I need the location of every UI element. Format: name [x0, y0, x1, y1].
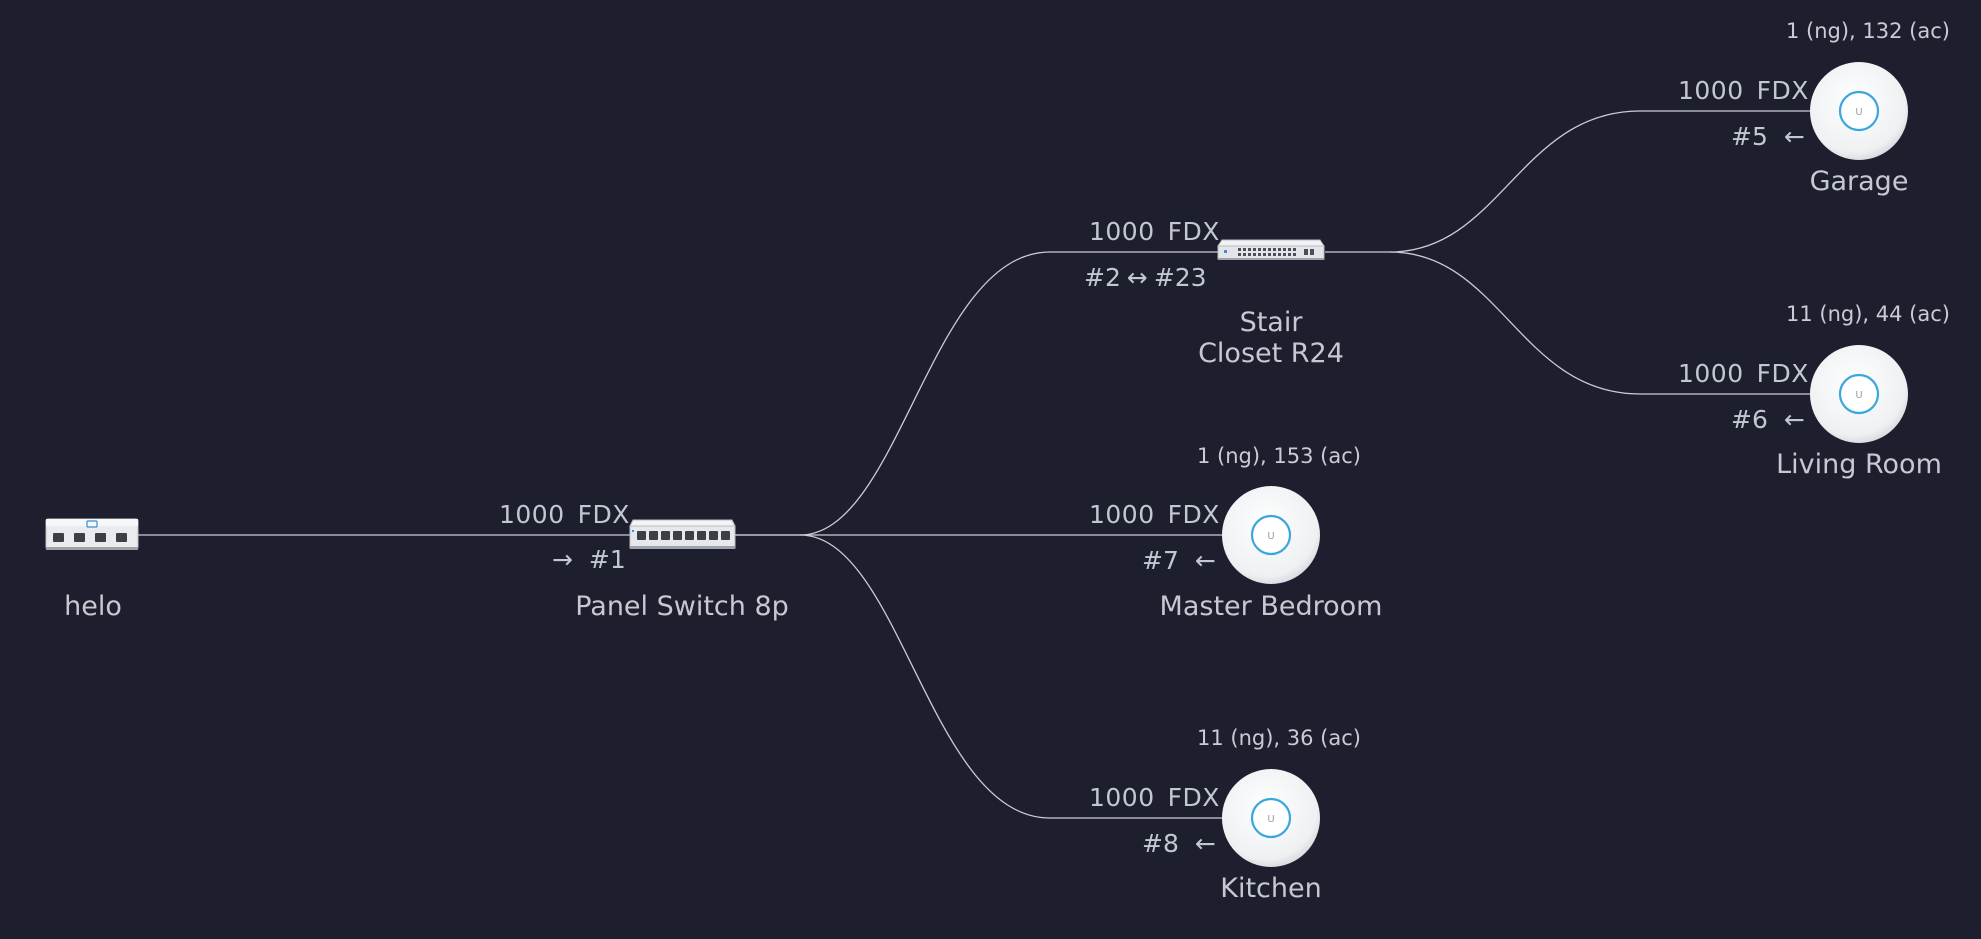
link-speed-label: 1000 FDX: [1678, 78, 1809, 103]
device-panel-switch[interactable]: [629, 516, 736, 552]
device-ap-living-room[interactable]: U: [1808, 343, 1910, 445]
svg-text:U: U: [1267, 814, 1274, 825]
device-name-gateway: helo: [64, 591, 122, 622]
link-panel-switch-to-stair-switch: [735, 251, 1218, 536]
device-name-line2: Closet R24: [1198, 338, 1344, 369]
switch-8-port-icon: [629, 519, 736, 549]
link-speed-label: 1000 FDX: [1089, 785, 1220, 810]
link-speed-label: 1000 FDX: [1089, 219, 1220, 244]
device-name-line1: Stair: [1239, 307, 1303, 338]
link-duplex: FDX: [1167, 783, 1220, 812]
link-speed: 1000: [1678, 76, 1744, 105]
port-number-from: #2: [1084, 263, 1121, 292]
port-number: #6: [1731, 405, 1768, 434]
device-ap-kitchen[interactable]: U: [1220, 767, 1322, 869]
link-panel-switch-to-kitchen: [799, 534, 1222, 819]
arrow-bidirectional-icon: ↔: [1126, 263, 1148, 292]
link-duplex: FDX: [1756, 76, 1809, 105]
link-stair-switch-to-garage: [1325, 110, 1812, 253]
arrow-left-icon: ←: [1194, 546, 1216, 575]
link-speed: 1000: [499, 500, 565, 529]
svg-text:U: U: [1855, 107, 1862, 118]
link-stair-switch-to-living-room: [1389, 251, 1812, 395]
device-name-ap-living-room: Living Room: [1776, 449, 1942, 480]
port-label: → #1: [552, 547, 626, 572]
link-speed: 1000: [1089, 783, 1155, 812]
link-speed-label: 1000 FDX: [1678, 361, 1809, 386]
device-name-ap-garage: Garage: [1809, 166, 1909, 197]
link-speed-label: 1000 FDX: [499, 502, 630, 527]
port-number: #5: [1731, 122, 1768, 151]
svg-text:U: U: [1855, 390, 1862, 401]
device-ap-master-bedroom[interactable]: U: [1220, 484, 1322, 586]
radio-channels: 1 (ng), 132 (ac): [1786, 19, 1950, 43]
radio-channels: 1 (ng), 153 (ac): [1197, 444, 1361, 468]
arrow-right-icon: →: [552, 545, 573, 574]
link-speed-label: 1000 FDX: [1089, 502, 1220, 527]
port-number: #7: [1142, 546, 1179, 575]
link-speed: 1000: [1678, 359, 1744, 388]
access-point-icon: U: [1222, 769, 1320, 867]
device-stair-switch[interactable]: [1216, 238, 1326, 262]
access-point-icon: U: [1810, 62, 1908, 160]
arrow-left-icon: ←: [1194, 829, 1216, 858]
link-speed: 1000: [1089, 217, 1155, 246]
link-duplex: FDX: [577, 500, 630, 529]
device-ap-garage[interactable]: U: [1808, 60, 1910, 162]
link-duplex: FDX: [1167, 500, 1220, 529]
port-number-to: #23: [1153, 263, 1207, 292]
radio-channels: 11 (ng), 44 (ac): [1786, 302, 1950, 326]
port-label: #5 ←: [1731, 124, 1805, 149]
access-point-icon: U: [1810, 345, 1908, 443]
link-speed: 1000: [1089, 500, 1155, 529]
link-duplex: FDX: [1756, 359, 1809, 388]
arrow-left-icon: ←: [1783, 122, 1805, 151]
device-name-ap-master-bedroom: Master Bedroom: [1159, 591, 1383, 622]
access-point-icon: U: [1222, 486, 1320, 584]
rack-switch-24-port-icon: [1217, 239, 1325, 260]
device-name-ap-kitchen: Kitchen: [1220, 873, 1322, 904]
port-label: #7 ←: [1142, 548, 1216, 573]
arrow-left-icon: ←: [1783, 405, 1805, 434]
gateway-icon: [45, 518, 139, 550]
device-gateway[interactable]: [45, 516, 139, 552]
device-name-panel-switch: Panel Switch 8p: [575, 591, 789, 622]
port-label: #2↔#23: [1084, 265, 1207, 290]
port-label: #8 ←: [1142, 831, 1216, 856]
port-number: #1: [588, 545, 626, 574]
link-duplex: FDX: [1167, 217, 1220, 246]
port-label: #6 ←: [1731, 407, 1805, 432]
svg-text:U: U: [1267, 531, 1274, 542]
port-number: #8: [1142, 829, 1179, 858]
device-name-stair-switch: Stair Closet R24: [1160, 307, 1382, 369]
radio-channels: 11 (ng), 36 (ac): [1197, 726, 1361, 750]
